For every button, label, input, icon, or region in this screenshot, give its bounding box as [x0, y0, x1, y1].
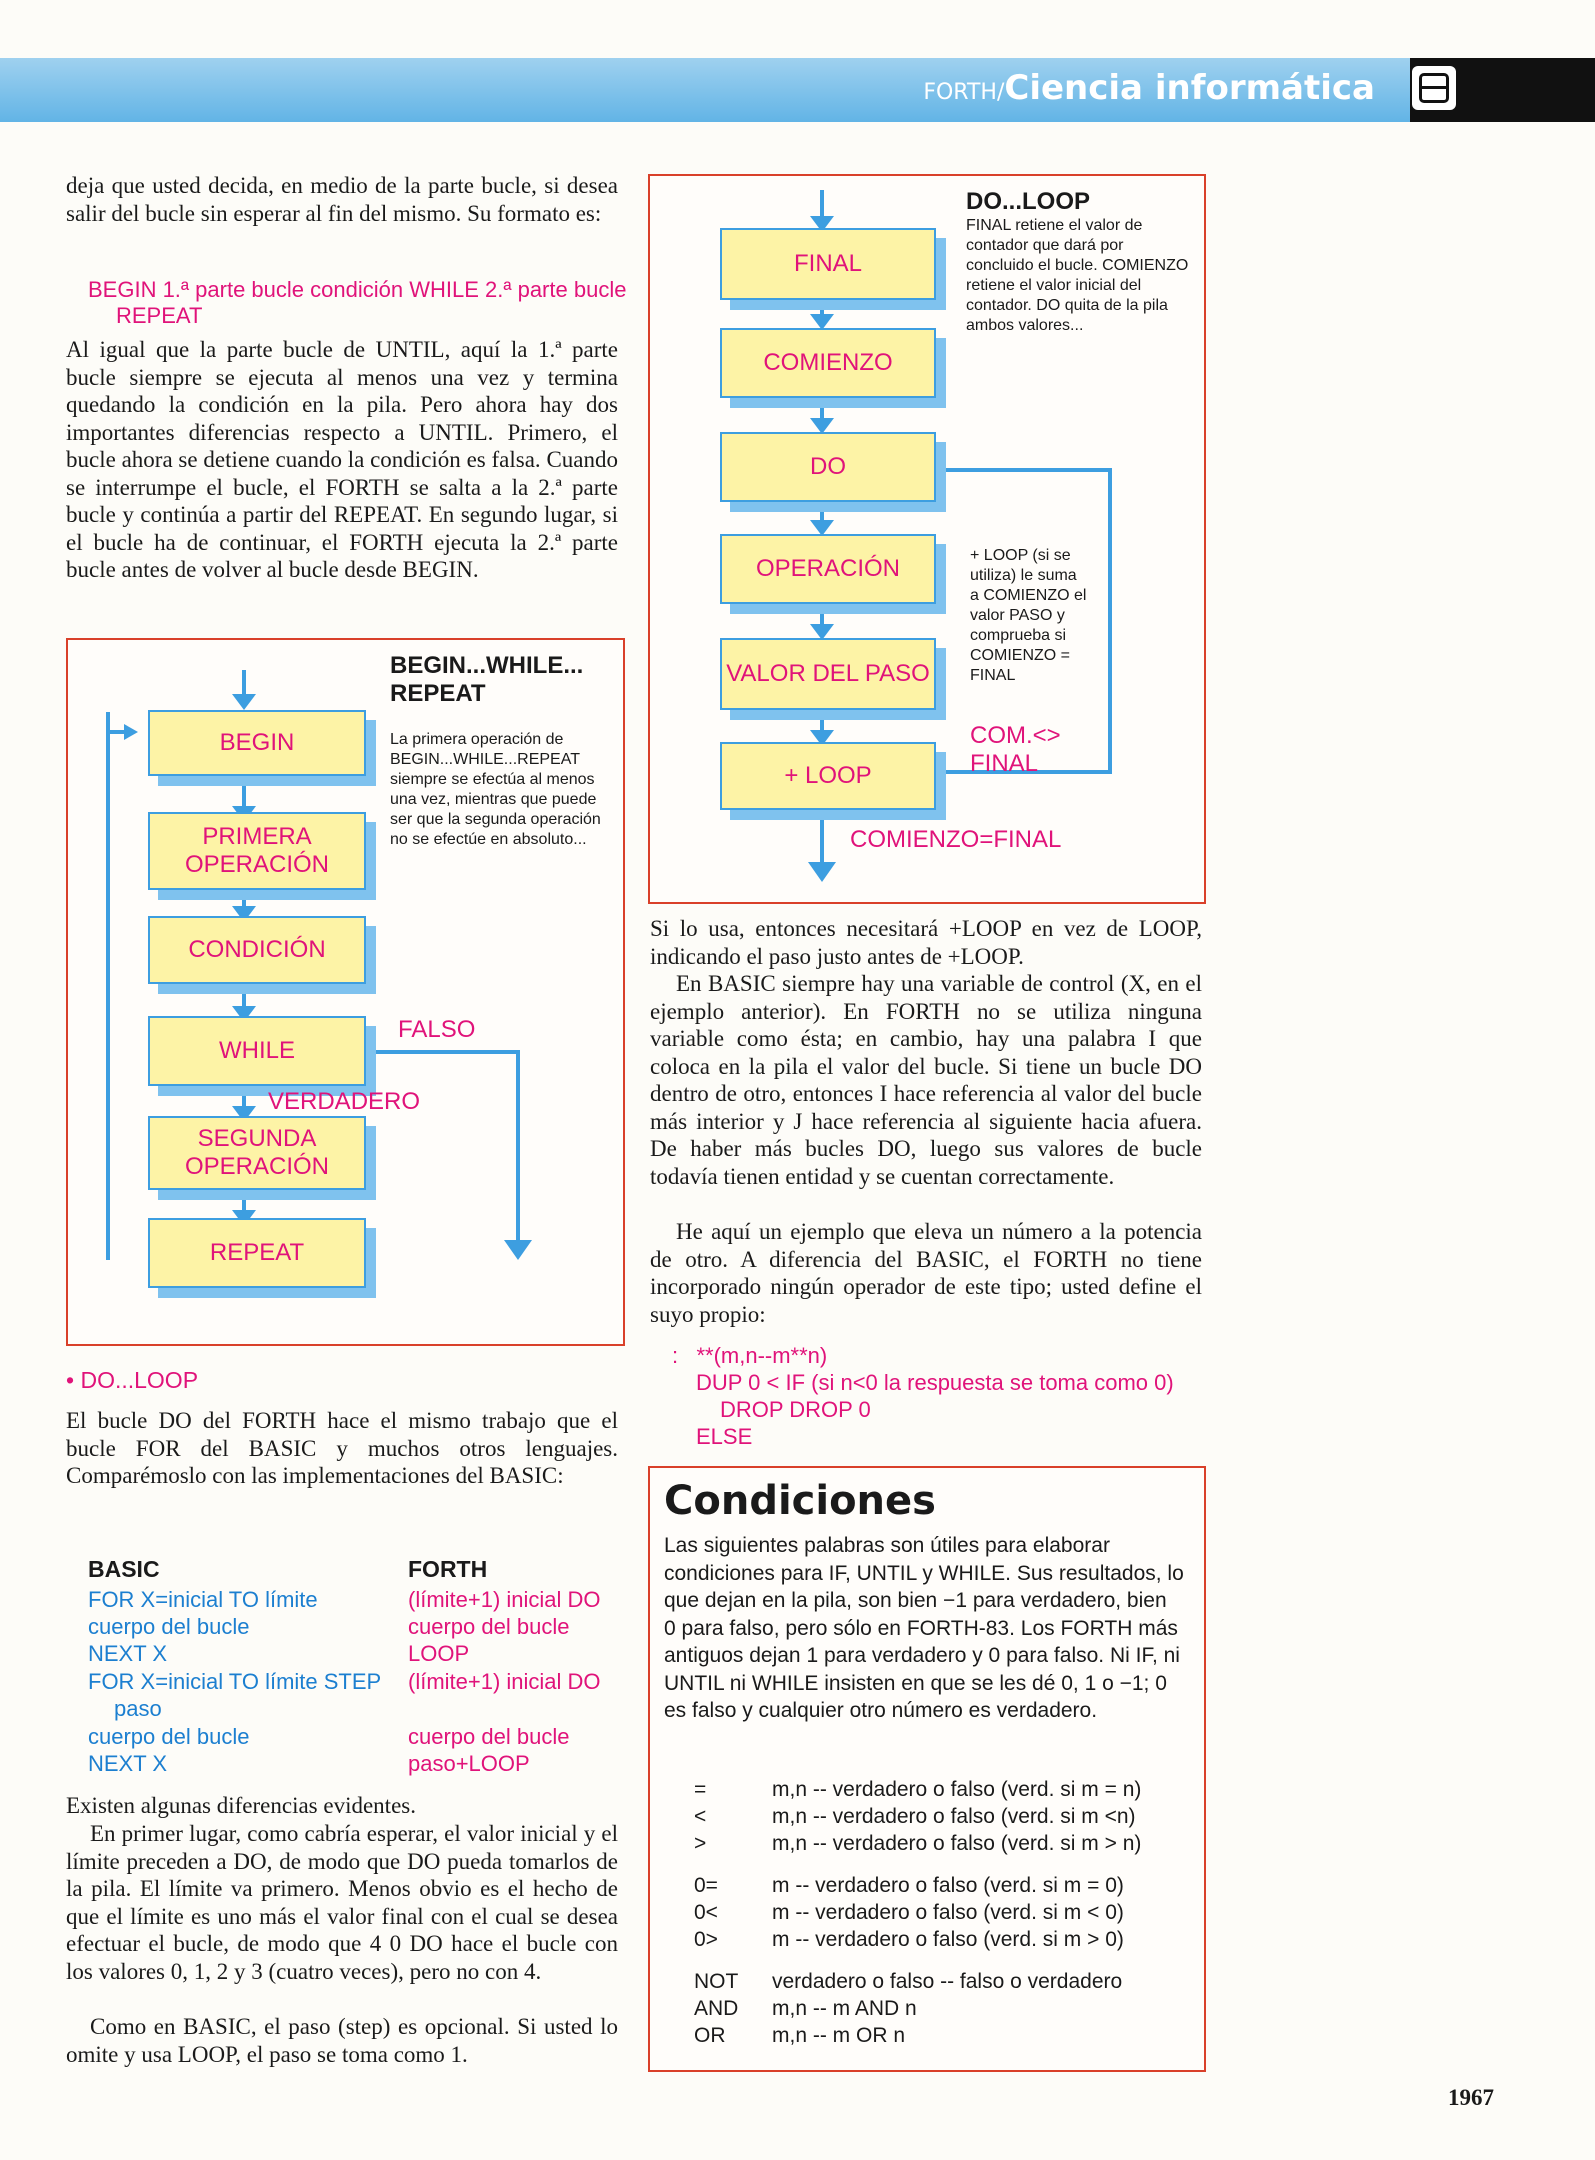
op-row: 0=m -- verdadero o falso (verd. si m = 0… — [694, 1874, 1124, 1897]
diagram-begin-while: BEGIN...WHILE... REPEAT La primera opera… — [66, 638, 625, 1346]
basic-line: cuerpo del bucle — [88, 1614, 250, 1639]
table-header-forth: FORTH — [408, 1556, 488, 1582]
begin-while-note: La primera operación de BEGIN...WHILE...… — [390, 731, 601, 848]
basic-line: FOR X=inicial TO límite — [88, 1587, 318, 1612]
label-com-ne-final: COM.<> FINAL — [970, 722, 1061, 777]
op-row: 0<m -- verdadero o falso (verd. si m < 0… — [694, 1901, 1124, 1924]
basic-line: cuerpo del bucle — [88, 1724, 250, 1749]
box-plus-loop: + LOOP — [720, 742, 936, 810]
para-do: El bucle DO del FORTH hace el mismo trab… — [66, 1408, 618, 1488]
label-falso: FALSO — [398, 1016, 476, 1043]
op-row: =m,n -- verdadero o falso (verd. si m = … — [694, 1778, 1142, 1801]
para-diff: Existen algunas diferencias evidentes. — [66, 1793, 416, 1818]
header-bar — [0, 58, 1410, 122]
op-row: 0>m -- verdadero o falso (verd. si m > 0… — [694, 1928, 1124, 1951]
intro-text: deja que usted decida, en medio de la pa… — [66, 173, 618, 226]
box-do: DO — [720, 432, 936, 502]
code-line-1: : **(m,n--m**n) — [672, 1343, 828, 1368]
para-example: He aquí un ejemplo que eleva un número a… — [650, 1219, 1202, 1327]
bullet-do-loop: • DO...LOOP — [66, 1367, 199, 1393]
disk-icon — [1412, 66, 1456, 110]
op-row: >m,n -- verdadero o falso (verd. si m > … — [694, 1832, 1142, 1855]
code-line-4: ELSE — [696, 1424, 753, 1449]
basic-line: NEXT X — [88, 1751, 168, 1776]
format-code-2: REPEAT — [116, 303, 203, 328]
box-while: WHILE — [148, 1016, 366, 1086]
condiciones-intro: Las siguientes palabras son útiles para … — [664, 1534, 1184, 1722]
para-basic: En BASIC siempre hay una variable de con… — [650, 971, 1202, 1189]
code-line-3: DROP DROP 0 — [720, 1397, 871, 1422]
page-number: 1967 — [1448, 2085, 1494, 2110]
forth-line: (límite+1) inicial DO — [408, 1669, 601, 1694]
condiciones-box: Condiciones Las siguientes palabras son … — [648, 1466, 1206, 2072]
op-row: <m,n -- verdadero o falso (verd. si m <n… — [694, 1805, 1136, 1828]
forth-line: paso+LOOP — [408, 1751, 530, 1776]
forth-line: cuerpo del bucle — [408, 1614, 570, 1639]
do-loop-note: FINAL retiene el valor de contador que d… — [966, 217, 1189, 334]
box-primera-operacion: PRIMERA OPERACIÓN — [148, 812, 366, 890]
box-condicion: CONDICIÓN — [148, 916, 366, 984]
basic-line: paso — [114, 1696, 162, 1721]
box-repeat: REPEAT — [148, 1218, 366, 1288]
label-comienzo-eq-final: COMIENZO=FINAL — [850, 826, 1062, 853]
basic-line: FOR X=inicial TO límite STEP — [88, 1669, 382, 1694]
forth-line: LOOP — [408, 1641, 470, 1666]
forth-line: cuerpo del bucle — [408, 1724, 570, 1749]
do-loop-title: DO...LOOP — [966, 188, 1091, 215]
para-loop: Si lo usa, entonces necesitará +LOOP en … — [650, 916, 1202, 969]
box-comienzo: COMIENZO — [720, 328, 936, 398]
header-title: FORTH/Ciencia informática — [923, 68, 1375, 108]
box-begin: BEGIN — [148, 710, 366, 776]
box-valor-del-paso: VALOR DEL PASO — [720, 638, 936, 710]
box-operacion: OPERACIÓN — [720, 534, 936, 604]
begin-while-title: BEGIN...WHILE... REPEAT — [390, 652, 584, 707]
para-step: Como en BASIC, el paso (step) es opciona… — [66, 2014, 618, 2067]
format-code-1: BEGIN 1.ª parte bucle condición WHILE 2.… — [88, 277, 627, 302]
condiciones-title: Condiciones — [664, 1478, 936, 1524]
code-line-2: DUP 0 < IF (si n<0 la respuesta se toma … — [696, 1370, 1174, 1395]
para-until: Al igual que la parte bucle de UNTIL, aq… — [66, 337, 618, 582]
basic-line: NEXT X — [88, 1641, 168, 1666]
table-header-basic: BASIC — [88, 1556, 160, 1582]
forth-line: (límite+1) inicial DO — [408, 1587, 601, 1612]
box-final: FINAL — [720, 228, 936, 300]
plus-loop-note: + LOOP (si se utiliza) le suma a COMIENZ… — [970, 547, 1087, 684]
label-verdadero: VERDADERO — [268, 1088, 421, 1115]
box-segunda-operacion: SEGUNDA OPERACIÓN — [148, 1116, 366, 1190]
para-first: En primer lugar, como cabría esperar, el… — [66, 1821, 618, 1984]
diagram-do-loop: DO...LOOP FINAL retiene el valor de cont… — [648, 174, 1206, 904]
